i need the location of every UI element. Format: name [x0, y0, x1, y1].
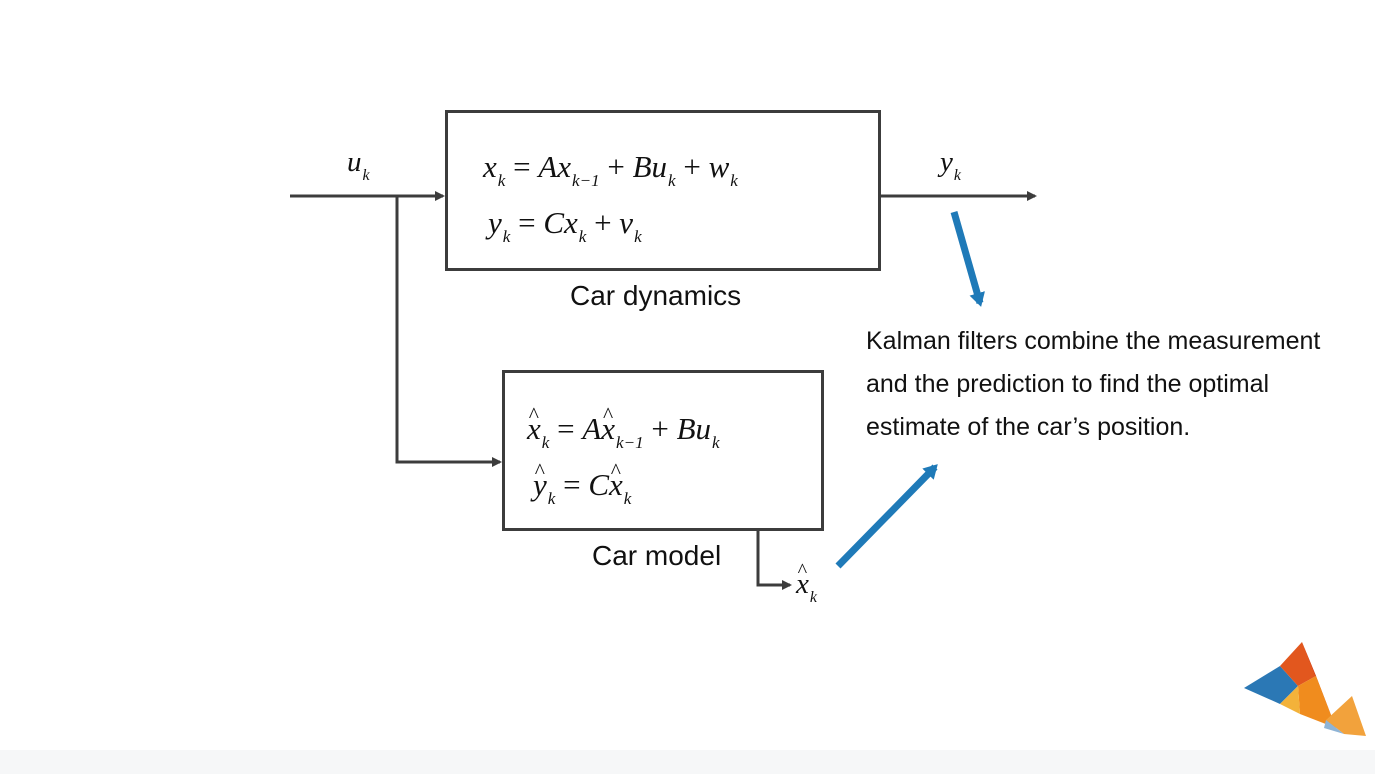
car-model-block: xk = Axk−1 + Buk yk = Cxk [502, 370, 824, 531]
pointer-arrow-measurement [950, 211, 985, 307]
input-signal-label: uk [347, 146, 370, 184]
prediction-equation: xk = Axk−1 + Buk [527, 411, 720, 453]
car-dynamics-block: xk = Axk−1 + Buk + wk yk = Cxk + vk [445, 110, 881, 271]
footer-bar [0, 750, 1375, 774]
input-branch-wire [395, 196, 502, 467]
note-line: estimate of the car’s position. [866, 413, 1191, 441]
estimate-wire [756, 530, 792, 590]
measurement-equation: yk = Cxk + vk [488, 205, 642, 247]
note-line: Kalman filters combine the measurement [866, 327, 1321, 355]
pointer-arrow-prediction [835, 464, 938, 569]
car-model-caption: Car model [592, 540, 722, 571]
kalman-note: Kalman filters combine the measurement a… [866, 320, 1366, 449]
matlab-logo-icon [1240, 636, 1370, 745]
predicted-output-equation: yk = Cxk [533, 467, 631, 509]
note-line: and the prediction to find the optimal [866, 370, 1270, 398]
state-equation: xk = Axk−1 + Buk + wk [483, 149, 738, 191]
estimate-signal-label: xk [796, 568, 817, 607]
car-dynamics-caption: Car dynamics [570, 280, 742, 311]
output-signal-label: yk [940, 146, 961, 184]
